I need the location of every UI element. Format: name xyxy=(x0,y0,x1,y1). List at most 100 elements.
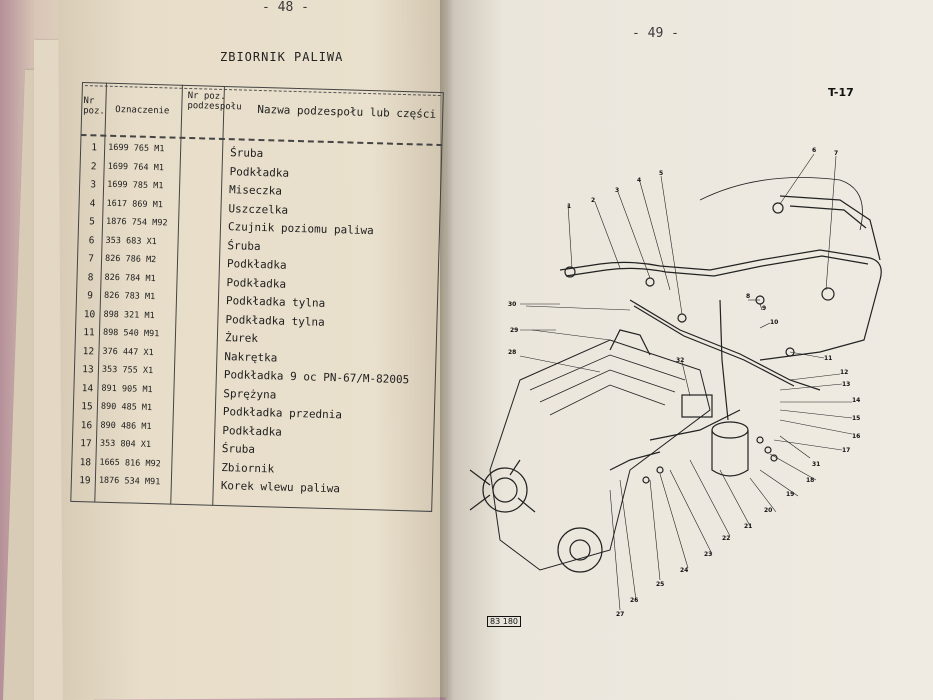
callout-28: 28 xyxy=(508,349,516,356)
part-code: 890 486 M1 xyxy=(100,420,152,432)
callout-15: 15 xyxy=(852,415,860,422)
part-code: 826 786 M2 xyxy=(104,253,157,266)
part-name: Śruba xyxy=(229,146,264,161)
callouts: 1 2 3 4 5 6 7 8 9 10 11 12 13 14 15 16 1… xyxy=(508,147,860,618)
part-code: 1699 785 M1 xyxy=(107,179,164,192)
callout-5: 5 xyxy=(659,170,663,177)
fan-blades xyxy=(469,459,536,513)
callout-8: 8 xyxy=(746,293,750,300)
part-code: 890 485 M1 xyxy=(100,401,153,414)
part-name: Żurek xyxy=(224,331,259,346)
callout-2: 2 xyxy=(591,197,595,204)
row-number: 18 xyxy=(79,456,92,468)
part-name: Podkładka xyxy=(222,423,283,439)
part-code: 1617 869 M1 xyxy=(106,198,164,210)
callout-23: 23 xyxy=(704,551,712,558)
callout-32: 32 xyxy=(676,357,684,364)
callout-6: 6 xyxy=(812,147,816,154)
fuel-line xyxy=(609,451,661,471)
part-name: Uszczelka xyxy=(228,201,289,217)
page-title: ZBIORNIK PALIWA xyxy=(220,50,344,64)
callout-12: 12 xyxy=(840,369,848,376)
callout-22: 22 xyxy=(722,535,730,542)
callout-10: 10 xyxy=(770,319,778,326)
row-number: 5 xyxy=(89,216,96,228)
callout-9: 9 xyxy=(762,305,766,312)
row-number: 19 xyxy=(78,475,91,487)
engine-block xyxy=(489,339,711,571)
part-code: 826 783 M1 xyxy=(103,290,156,303)
fuel-system-diagram: 1 2 3 4 5 6 7 8 9 10 11 12 13 14 15 16 1… xyxy=(469,147,882,618)
fuel-line xyxy=(629,299,821,391)
callout-25: 25 xyxy=(656,581,664,588)
part-code: 353 755 X1 xyxy=(101,364,154,377)
column-header-subassembly: Nr poz. podzespołu xyxy=(187,90,242,113)
callout-19: 19 xyxy=(786,491,794,498)
part-name: Czujnik poziomu paliwa xyxy=(227,220,374,238)
part-name: Podkładka xyxy=(226,257,287,272)
row-number: 12 xyxy=(82,345,95,357)
callout-26: 26 xyxy=(630,597,638,604)
callout-29: 29 xyxy=(510,327,518,334)
part-name: Podkładka xyxy=(226,275,287,291)
fuel-line xyxy=(789,205,867,229)
filter-head xyxy=(681,394,713,418)
callout-11: 11 xyxy=(824,355,832,362)
row-number: 8 xyxy=(87,271,94,283)
callout-7: 7 xyxy=(834,150,838,157)
parts-table: Nr poz. Oznaczenie Nr poz. podzespołu Na… xyxy=(70,82,444,512)
fuel-line xyxy=(559,249,882,361)
fuel-line xyxy=(779,195,881,261)
part-name: Nakrętka xyxy=(224,349,278,365)
part-code: 1876 534 M91 xyxy=(98,475,161,488)
row-number: 2 xyxy=(90,160,97,172)
part-code: 898 321 M1 xyxy=(103,309,155,321)
frame-outline xyxy=(699,177,863,231)
right-page-number: - 49 - xyxy=(632,26,679,41)
part-code: 1699 765 M1 xyxy=(108,142,165,155)
stamp: 83 180 xyxy=(487,616,521,627)
callout-27: 27 xyxy=(616,611,624,618)
callout-16: 16 xyxy=(852,433,860,440)
row-number: 1 xyxy=(91,142,98,154)
part-name: Podkładka przednia xyxy=(222,405,343,422)
row-number: 16 xyxy=(80,419,93,431)
callout-4: 4 xyxy=(637,177,641,184)
part-code: 898 540 M91 xyxy=(102,327,160,340)
part-name: Korek wlewu paliwa xyxy=(220,479,341,496)
part-name: Miseczka xyxy=(228,183,283,198)
column-header-code: Oznaczenie xyxy=(115,104,170,117)
part-name: Podkładka tylna xyxy=(225,312,325,329)
callout-24: 24 xyxy=(680,567,688,574)
left-page-number: - 48 - xyxy=(262,0,309,15)
row-number: 3 xyxy=(90,179,97,191)
row-number: 9 xyxy=(87,290,94,302)
callout-31: 31 xyxy=(812,461,820,468)
part-code: 1665 816 M92 xyxy=(99,457,161,469)
fan-pulley xyxy=(482,467,528,513)
callout-21: 21 xyxy=(744,523,752,530)
column-header-nr: Nr poz. xyxy=(83,96,106,117)
row-number: 6 xyxy=(88,234,95,246)
fuel-line xyxy=(633,305,795,387)
part-code: 353 804 X1 xyxy=(99,438,152,451)
part-code: 353 683 X1 xyxy=(105,235,157,247)
fuel-filter xyxy=(711,421,749,439)
row-number: 4 xyxy=(89,197,96,209)
part-code: 1699 764 M1 xyxy=(107,161,165,173)
part-code: 826 784 M1 xyxy=(104,272,156,284)
figure-code: T-17 xyxy=(828,86,854,99)
part-name: Zbiornik xyxy=(221,460,275,476)
part-name: Śruba xyxy=(227,238,261,253)
callout-30: 30 xyxy=(508,301,516,308)
book-gutter xyxy=(440,0,454,700)
callout-3: 3 xyxy=(615,187,619,194)
callout-18: 18 xyxy=(806,477,814,484)
fuel-line xyxy=(649,409,741,441)
row-number: 7 xyxy=(88,253,95,265)
callout-20: 20 xyxy=(764,507,772,514)
callout-17: 17 xyxy=(842,447,850,454)
row-number: 14 xyxy=(81,382,94,394)
row-number: 10 xyxy=(83,308,96,320)
row-number: 11 xyxy=(83,327,95,339)
